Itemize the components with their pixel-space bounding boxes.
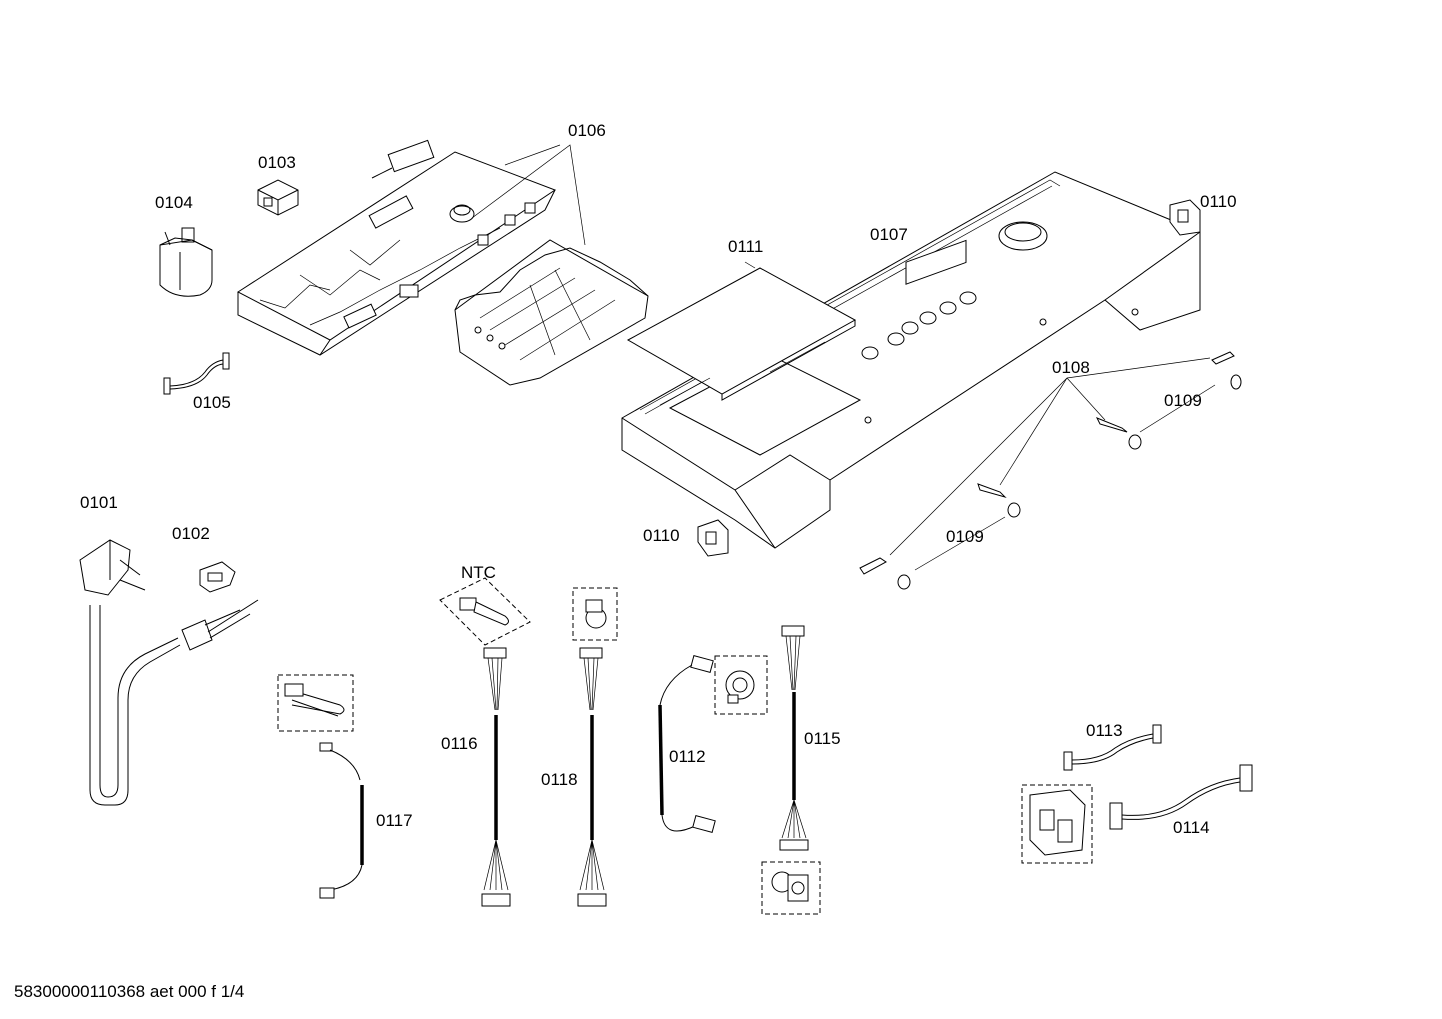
pressure-switch (725, 670, 755, 704)
cable-0113 (1063, 724, 1162, 771)
document-id: 58300000110368 aet 000 f 1/4 (14, 982, 244, 1001)
label-0113: 0113 (1086, 721, 1123, 740)
label-0110-top: 0110 (1200, 192, 1237, 211)
harness-0112 (658, 655, 716, 833)
label-0108: 0108 (1052, 358, 1090, 377)
ntc-sensor (459, 597, 509, 626)
label-0109-right: 0109 (1164, 391, 1202, 410)
label-0105: 0105 (193, 393, 231, 412)
strain-relief-clip (199, 561, 236, 593)
clip-cube (257, 179, 299, 216)
label-0116: 0116 (441, 734, 478, 753)
label-0107: 0107 (870, 225, 908, 244)
label-0112: 0112 (669, 747, 706, 766)
label-0101: 0101 (80, 493, 118, 512)
leader-0106 (471, 144, 586, 246)
electronic-module (237, 139, 557, 356)
dashed-box-heater (277, 674, 354, 732)
harness-0117 (319, 742, 364, 899)
dashed-box-lock (1021, 784, 1093, 864)
cable-0114 (1109, 764, 1253, 830)
short-cable (163, 352, 230, 395)
display-cover-sheet (626, 267, 857, 406)
part-labels: 0106 0103 0104 0105 0110 0107 0111 0108 … (80, 121, 1237, 837)
bracket-bottom (697, 519, 729, 557)
label-0104: 0104 (155, 193, 193, 212)
harness-0115 (779, 625, 809, 851)
label-0118: 0118 (541, 770, 578, 789)
label-0102: 0102 (172, 524, 210, 543)
heater-element (284, 683, 345, 717)
label-0110-bottom: 0110 (643, 526, 680, 545)
dashed-box-pressure (714, 655, 768, 715)
label-0111: 0111 (728, 237, 763, 256)
label-0109-left: 0109 (946, 527, 984, 546)
harness-0118 (577, 647, 607, 907)
harness-0116 (481, 647, 511, 907)
label-0117: 0117 (376, 811, 413, 830)
dashed-box-ntc (439, 577, 531, 646)
label-ntc: NTC (461, 563, 496, 582)
drain-pump (771, 871, 809, 902)
label-0115: 0115 (804, 729, 841, 748)
door-lock (1029, 789, 1086, 856)
module-cover-tray (454, 239, 649, 386)
label-0106: 0106 (568, 121, 606, 140)
dashed-box-pump (761, 861, 821, 915)
bracket-top (1169, 199, 1201, 236)
screws-and-washers (859, 351, 1242, 590)
label-0114: 0114 (1173, 818, 1210, 837)
power-cord (79, 539, 259, 806)
label-0103: 0103 (258, 153, 296, 172)
interference-filter (159, 227, 213, 297)
connector-part (585, 599, 607, 629)
